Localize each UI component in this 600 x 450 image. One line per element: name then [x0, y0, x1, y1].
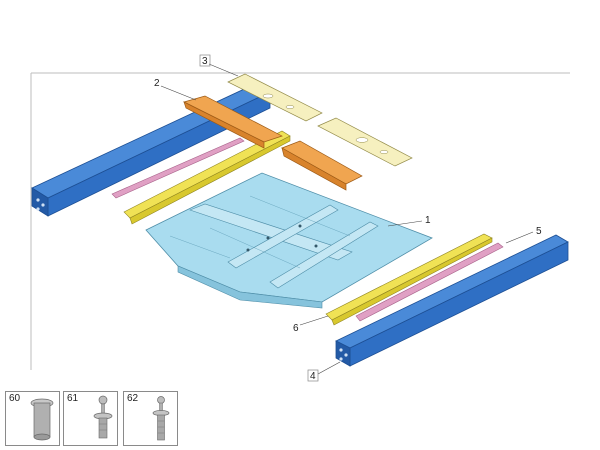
callout-4-box — [307, 369, 319, 382]
floor-pan[interactable] — [145, 172, 433, 309]
cream-bracket-rear[interactable] — [227, 73, 323, 122]
right-pink-strip[interactable] — [355, 242, 504, 322]
fastener-label-61: 61 — [67, 393, 79, 404]
callout-2: 2 — [154, 78, 160, 89]
callout-3-box — [199, 54, 211, 67]
fastener-label-62: 62 — [127, 393, 139, 404]
callout-1: 1 — [425, 215, 431, 226]
blind-rivet-icon — [93, 395, 113, 439]
callout-3: 3 — [202, 56, 208, 67]
fastener-thumb-62[interactable]: 62 — [123, 391, 178, 446]
right-yellow-rail[interactable] — [325, 233, 493, 326]
orange-crossmember-front[interactable] — [281, 140, 363, 191]
leader-lines — [160, 63, 534, 375]
callout-5: 5 — [536, 226, 542, 237]
left-pink-strip[interactable] — [111, 137, 245, 199]
callout-4: 4 — [310, 371, 316, 382]
fastener-label-60: 60 — [9, 393, 21, 404]
blind-rivet-long-icon — [152, 396, 170, 441]
fastener-thumb-61[interactable]: 61 — [63, 391, 118, 446]
callout-6: 6 — [293, 323, 299, 334]
left-yellow-rail[interactable] — [123, 130, 291, 225]
cream-bracket-front[interactable] — [317, 117, 413, 167]
fastener-thumb-60[interactable]: 60 — [5, 391, 60, 446]
orange-crossmember-rear[interactable] — [183, 95, 283, 149]
right-sill-rail[interactable] — [335, 234, 569, 367]
rivet-pin-icon — [30, 398, 54, 441]
